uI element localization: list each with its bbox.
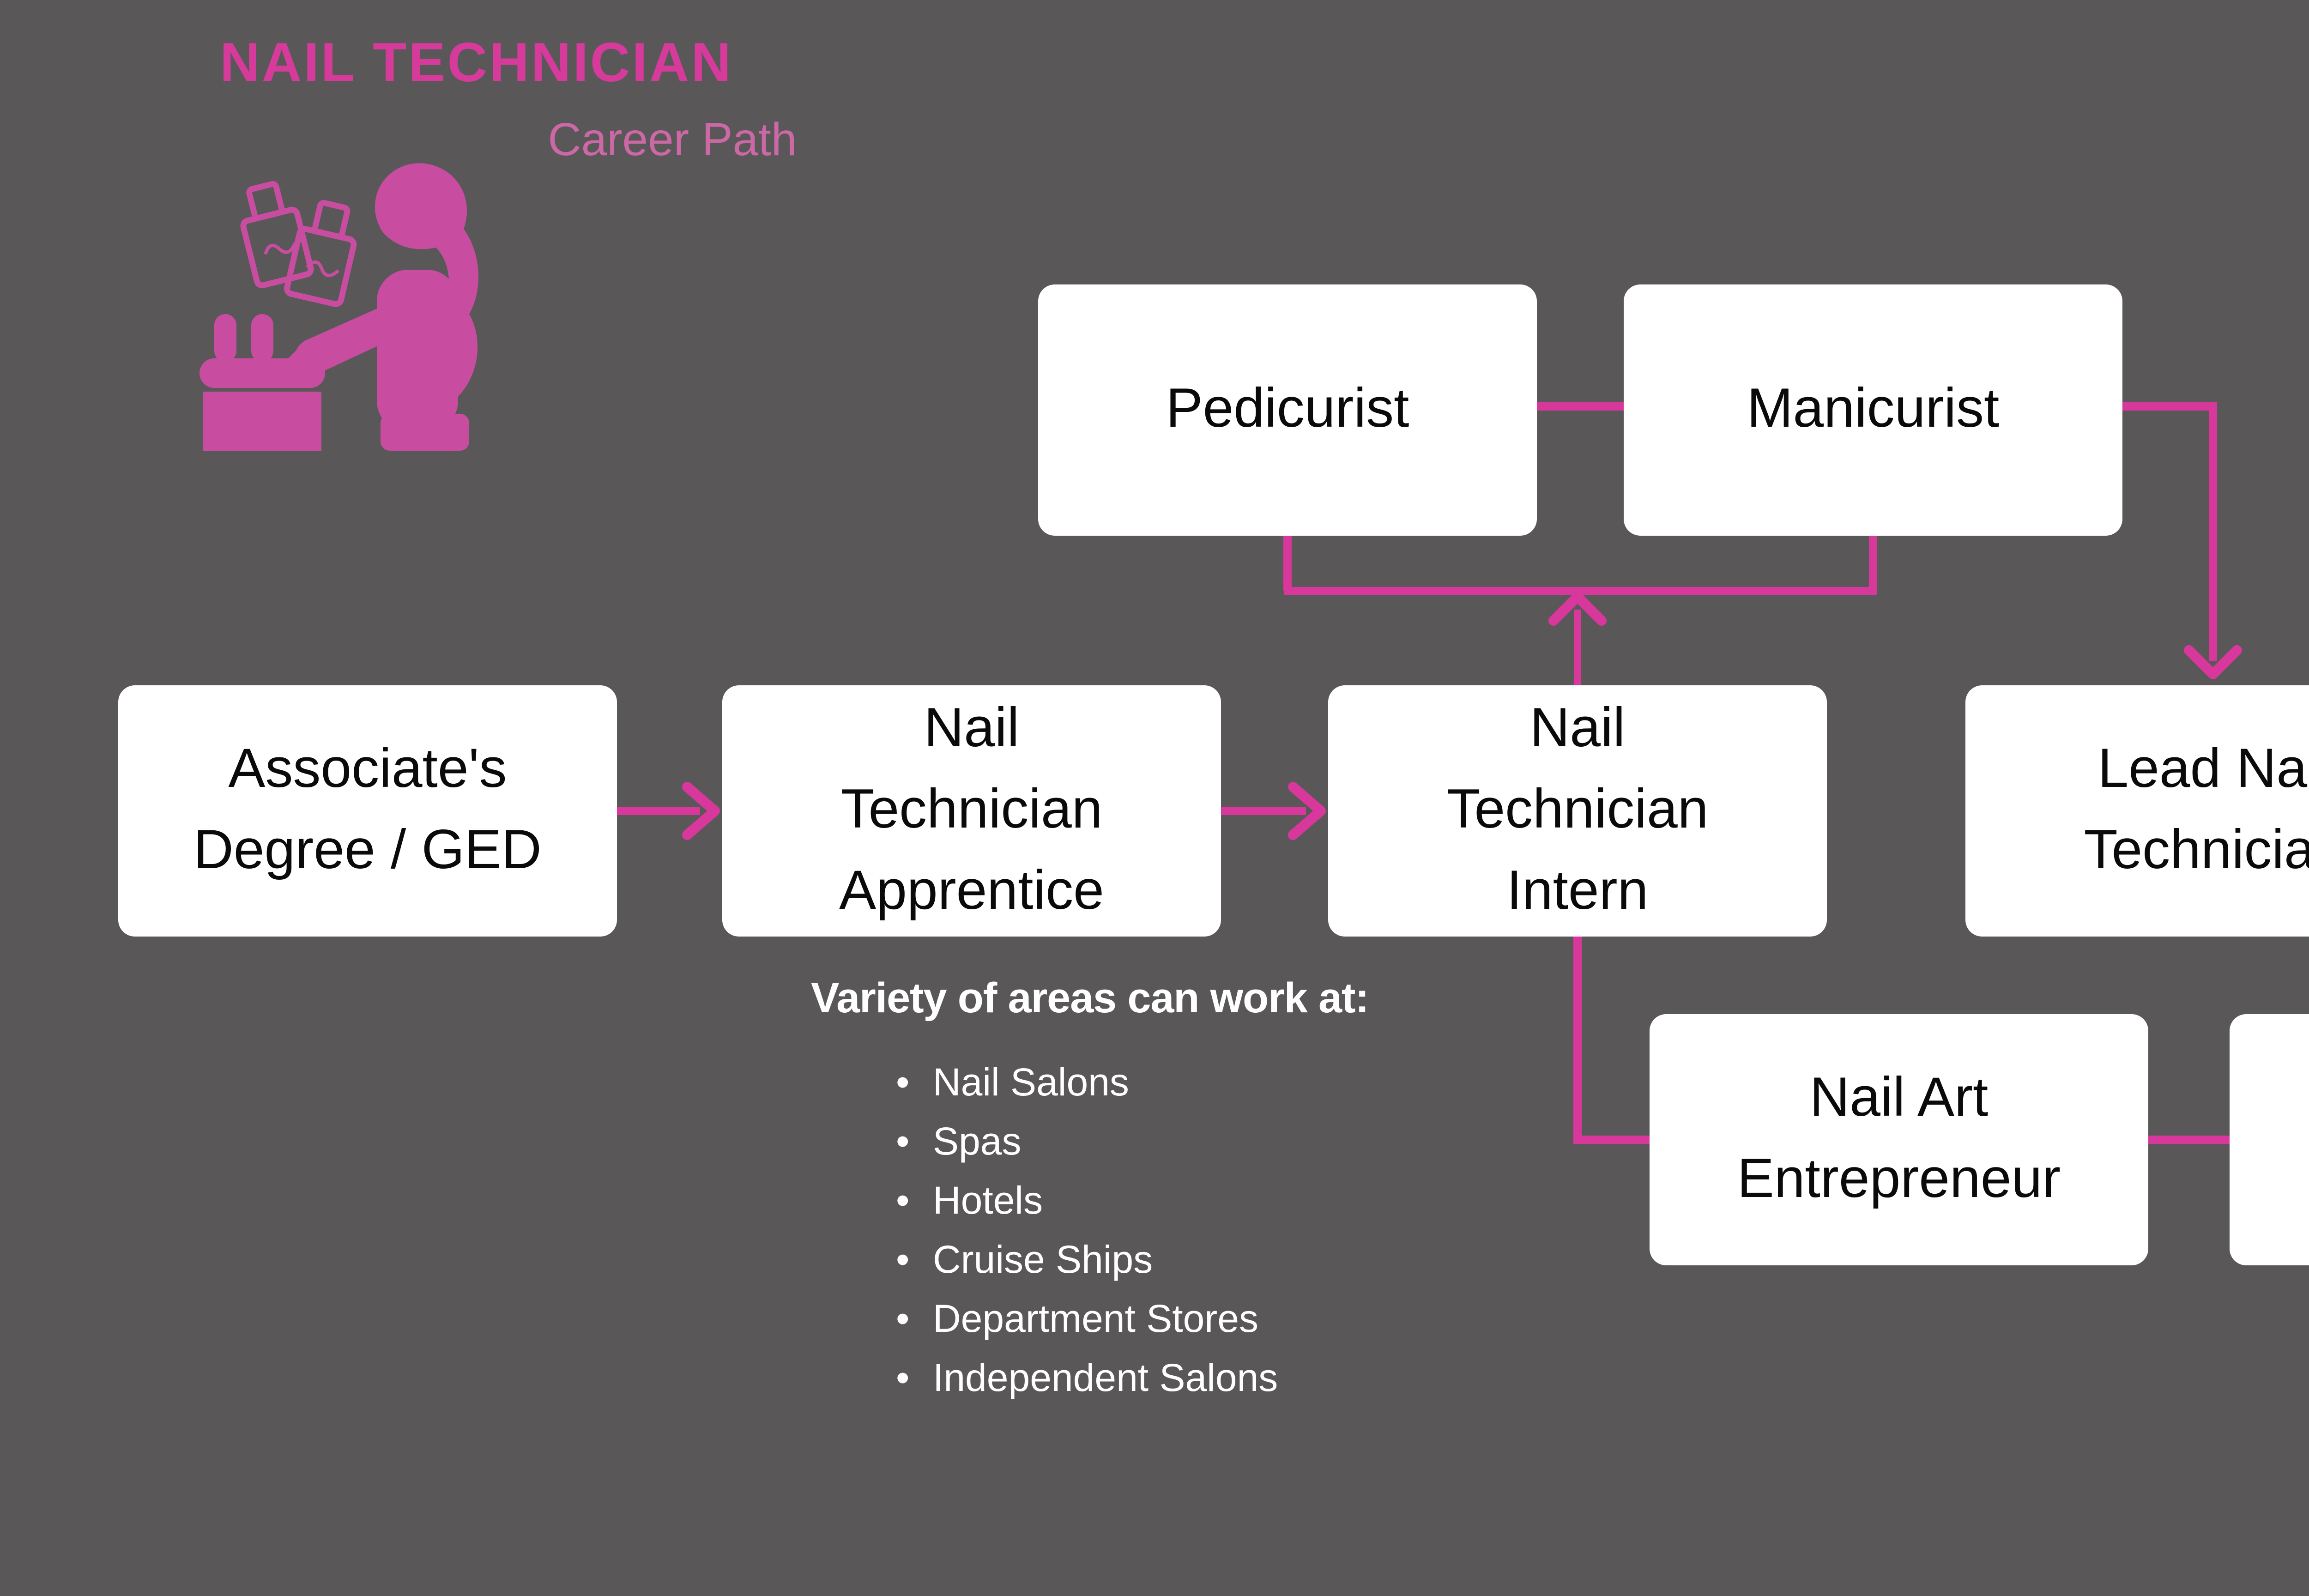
page-title: NAIL TECHNICIAN <box>220 33 733 94</box>
work-area-item: Department Stores <box>896 1291 1369 1350</box>
node-associates-degree-ged: Associate's Degree / GED <box>118 685 617 937</box>
edge-intern-to-entrepreneur <box>1573 937 1650 1144</box>
node-nail-technician-intern: Nail Technician Intern <box>1328 685 1827 937</box>
edge-associates-to-apprentice <box>617 782 720 840</box>
node-nail-technician-apprentice: Nail Technician Apprentice <box>722 685 1221 937</box>
work-areas-heading: Variety of areas can work at: <box>811 973 1369 1022</box>
edge-apprentice-to-intern <box>1221 782 1326 840</box>
node-nail-art-entrepreneur: Nail Art Entrepreneur <box>1650 1014 2148 1265</box>
work-area-item: Cruise Ships <box>896 1232 1369 1291</box>
work-area-item: Nail Salons <box>896 1055 1369 1114</box>
work-areas-section: Variety of areas can work at: Nail Salon… <box>811 973 1369 1409</box>
work-area-item: Independent Salons <box>896 1350 1369 1409</box>
nail-technician-icon <box>199 163 479 451</box>
node-pedicurist: Pedicurist <box>1038 284 1537 536</box>
manicure-table-icon <box>199 314 325 451</box>
node-lead-nail-technician: Lead Nail Technician <box>1965 685 2309 937</box>
work-areas-list: Nail Salons Spas Hotels Cruise Ships Dep… <box>811 1055 1369 1409</box>
nail-polish-bottles-icon <box>240 181 357 307</box>
edge-manicurist-to-lead <box>2122 402 2242 679</box>
work-area-item: Spas <box>896 1114 1369 1173</box>
technician-figure-icon <box>281 163 479 451</box>
work-area-item: Hotels <box>896 1173 1369 1232</box>
page-subtitle: Career Path <box>548 115 797 166</box>
node-manicurist: Manicurist <box>1624 284 2122 536</box>
edge-intern-to-pedicurist-manicurist <box>1283 536 1877 685</box>
node-nail-industry-educator: Nail Industry Educator <box>2230 1014 2309 1265</box>
